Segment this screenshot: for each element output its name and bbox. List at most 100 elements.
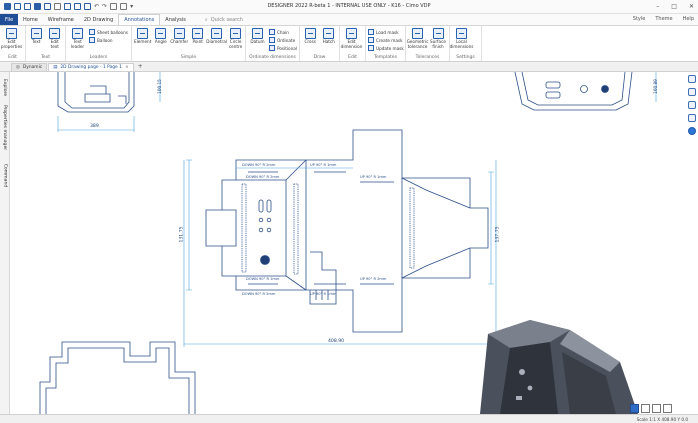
ribbon-group-edit: Edit properties Edit <box>0 26 26 61</box>
status-bar: Scale 1:1 X 408.90 Y 0.0 <box>0 414 698 423</box>
pan-icon[interactable] <box>687 101 696 109</box>
undo-icon[interactable]: ↶ <box>94 3 100 10</box>
tab-dynamic[interactable]: ◎ Dynamic <box>11 63 48 71</box>
text-leader-button[interactable]: Text leader <box>68 28 87 49</box>
update-mask-button[interactable]: Update mask <box>368 45 404 51</box>
add-tab-button[interactable]: + <box>137 63 143 70</box>
copy-icon[interactable] <box>74 3 81 10</box>
new-file-icon[interactable] <box>14 3 21 10</box>
ribbon-group-tolerances: Geometric tolerance Surface finish Toler… <box>406 26 450 61</box>
ribbon: Edit properties Edit Text Edit text Text… <box>0 25 698 62</box>
angle-button[interactable]: Angle <box>153 28 168 45</box>
create-mask-button[interactable]: Create mask <box>368 37 404 43</box>
leaders-small-buttons: Sheet balloons Balloon <box>89 28 128 43</box>
chain-icon <box>268 29 275 35</box>
diametral-button[interactable]: Diametral <box>206 28 227 45</box>
quick-search[interactable]: ⌕ Quick search <box>205 14 243 25</box>
refresh-icon[interactable] <box>110 3 118 10</box>
local-dimensions-icon <box>456 28 467 39</box>
print-icon[interactable] <box>54 3 61 10</box>
tab-wireframe[interactable]: Wireframe <box>47 16 74 23</box>
document-tabs: ◎ Dynamic ▤ 2D Drawing page - 1 Page 1 ×… <box>0 63 698 72</box>
ordinate-small-buttons: Chain Ordinate Positional <box>268 28 297 51</box>
close-tab-icon[interactable]: × <box>124 65 129 70</box>
file-menu[interactable]: File <box>0 14 18 25</box>
dimension-small-left: 100.15 <box>156 79 162 94</box>
load-mask-icon <box>368 29 374 35</box>
positional-button[interactable]: Positional <box>268 45 297 51</box>
chamfer-button[interactable]: Chamfer <box>170 28 188 45</box>
3d-model-view <box>480 320 638 414</box>
edit-text-button[interactable]: Edit text <box>47 28 64 49</box>
delete-icon[interactable] <box>120 3 128 10</box>
save-icon[interactable] <box>34 3 41 10</box>
close-button[interactable]: ✕ <box>688 3 694 10</box>
ribbon-group-draw: Cross Hatch Draw <box>300 26 340 61</box>
chain-button[interactable]: Chain <box>268 29 297 35</box>
element-button[interactable]: Element <box>134 28 151 45</box>
maximize-button[interactable]: □ <box>671 3 677 10</box>
menu-right: Style Theme Help <box>633 16 694 22</box>
right-toolbar <box>685 72 698 414</box>
balloon-button[interactable]: Balloon <box>89 37 128 43</box>
datum-icon <box>251 28 263 39</box>
view-style-icon[interactable] <box>687 127 696 135</box>
dimension-lines <box>57 72 657 347</box>
tab-analysis[interactable]: Analysis <box>165 16 186 23</box>
help-menu[interactable]: Help <box>682 16 694 22</box>
properties-manager-tab[interactable]: Properties manager <box>2 104 8 150</box>
command-tab[interactable]: Command <box>2 163 8 187</box>
create-mask-icon <box>368 37 374 43</box>
geometric-tolerance-button[interactable]: Geometric tolerance <box>407 28 428 49</box>
theme-menu[interactable]: Theme <box>655 16 673 22</box>
rotate-icon[interactable] <box>687 114 696 122</box>
tab-2d-drawing[interactable]: 2D Drawing <box>83 16 114 23</box>
wireframe-view-icon[interactable] <box>641 404 650 413</box>
cross-button[interactable]: Cross <box>302 28 319 45</box>
text-button[interactable]: Text <box>28 28 45 45</box>
paste-icon[interactable] <box>84 3 91 10</box>
local-dimensions-button[interactable]: Local dimensions <box>450 28 473 49</box>
flat-pattern <box>205 129 489 333</box>
positional-icon <box>268 45 275 51</box>
edit-dimension-button[interactable]: Edit dimension <box>341 28 362 49</box>
tab-home[interactable]: Home <box>23 16 38 23</box>
grid-view-icon[interactable] <box>663 404 672 413</box>
group-label: Text <box>40 55 51 60</box>
edit-properties-button[interactable]: Edit properties <box>1 28 22 49</box>
fit-view-icon[interactable] <box>687 75 696 83</box>
tab-2d-drawing-page[interactable]: ▤ 2D Drawing page - 1 Page 1 × <box>48 63 134 71</box>
explore-tab[interactable]: Explore <box>2 78 8 96</box>
point-button[interactable]: Point <box>190 28 205 45</box>
drawing-canvas[interactable]: 389 408.90 131.75 137.75 160.89 100.15 D… <box>10 72 685 414</box>
app-logo-icon[interactable] <box>4 3 11 10</box>
save-as-icon[interactable] <box>44 3 51 10</box>
quick-search-label: Quick search <box>210 16 244 23</box>
ordinate-button[interactable]: Ordinate <box>268 37 297 43</box>
left-panel: Explore Properties manager Command <box>0 72 10 423</box>
datum-button[interactable]: Datum <box>248 28 267 45</box>
globe-icon: ◎ <box>16 65 20 70</box>
hatch-button[interactable]: Hatch <box>321 28 338 45</box>
tab-annotations[interactable]: Annotations <box>118 14 161 25</box>
ribbon-group-leaders: Text leader Sheet balloons Balloon Leade… <box>66 26 132 61</box>
redo-icon[interactable]: ↷ <box>102 3 108 10</box>
zoom-window-icon[interactable] <box>687 88 696 96</box>
load-mask-button[interactable]: Load mask <box>368 29 404 35</box>
style-menu[interactable]: Style <box>632 16 646 22</box>
hidden-lines-view-icon[interactable] <box>652 404 661 413</box>
drawing-svg <box>39 72 657 414</box>
cut-icon[interactable] <box>64 3 71 10</box>
circle-centre-button[interactable]: Circle centre <box>228 28 243 49</box>
minimize-button[interactable]: – <box>656 3 660 10</box>
customize-toolbar-icon[interactable]: ▾ <box>130 3 134 10</box>
open-file-icon[interactable] <box>24 3 31 10</box>
sheet-balloons-button[interactable]: Sheet balloons <box>89 29 128 35</box>
hatch-icon <box>323 28 335 39</box>
ribbon-group-text: Text Edit text Text <box>26 26 66 61</box>
bend-label: DOWN 90° R 2mm <box>242 163 276 167</box>
surface-finish-button[interactable]: Surface finish <box>429 28 447 49</box>
shaded-view-icon[interactable] <box>630 404 639 413</box>
search-icon: ⌕ <box>204 16 208 23</box>
